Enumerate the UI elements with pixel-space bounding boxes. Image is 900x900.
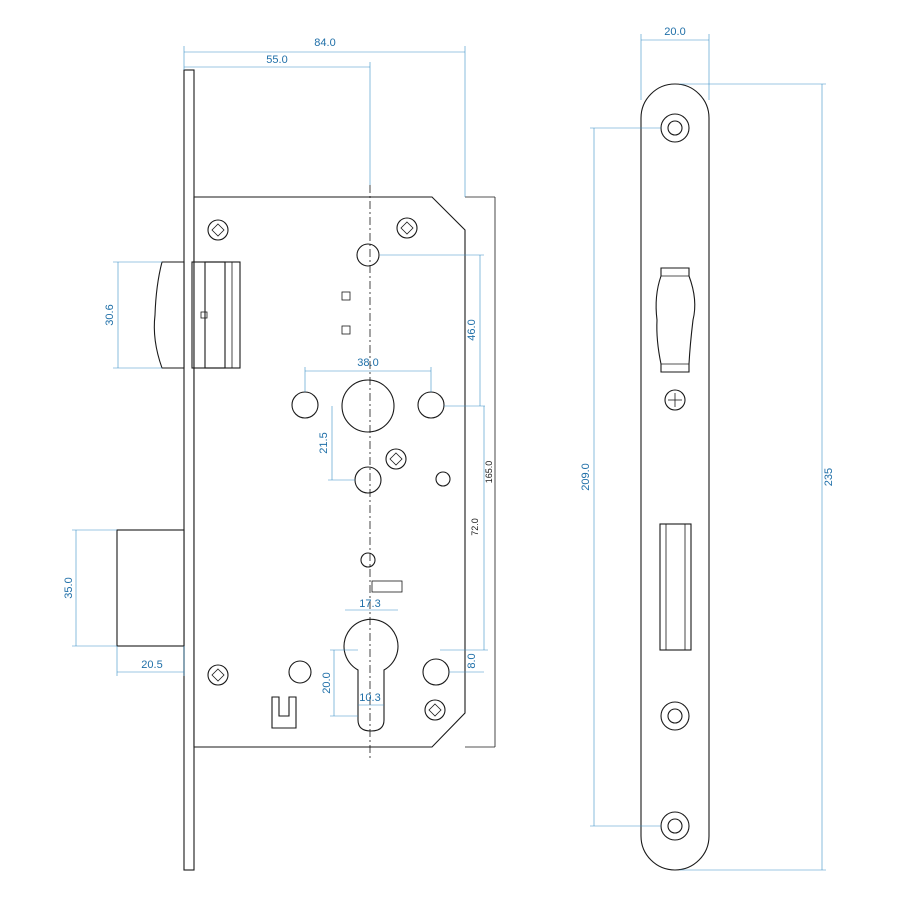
dim-spindle-to-bottom-hole: 46.0 bbox=[466, 319, 478, 340]
dim-cylinder-lower-width: 10.3 bbox=[359, 692, 380, 704]
dim-latch-height: 30.6 bbox=[104, 304, 116, 325]
side-view: 84.0 55.0 30.6 35.0 20.5 46.0 38.0 21.5 … bbox=[63, 37, 496, 871]
dim-spindle-to-lower-hole: 21.5 bbox=[318, 432, 330, 453]
dim-faceplate-width: 20.0 bbox=[664, 26, 685, 38]
dim-case-height: 165.0 bbox=[484, 461, 494, 484]
dim-overall-depth: 84.0 bbox=[314, 37, 335, 49]
dim-backset: 55.0 bbox=[266, 54, 287, 66]
dim-centre-distance: 72.0 bbox=[470, 518, 480, 536]
faceplate-dimension-lines bbox=[590, 34, 826, 871]
case-holes bbox=[271, 243, 451, 732]
dim-cylinder-top-width: 17.3 bbox=[359, 598, 380, 610]
dim-cylinder-lower-height: 20.0 bbox=[321, 672, 333, 693]
dim-deadbolt-throw: 20.5 bbox=[141, 659, 162, 671]
dim-deadbolt-height: 35.0 bbox=[63, 577, 75, 598]
dim-faceplate-length: 235 bbox=[823, 468, 835, 486]
cylinder-cutout bbox=[343, 618, 399, 732]
phillips-screw-icon bbox=[664, 389, 686, 411]
dim-handle-hole-spacing: 38.0 bbox=[357, 357, 378, 369]
dim-fixing-hole-distance: 209.0 bbox=[580, 463, 592, 491]
dim-cylinder-offset: 8.0 bbox=[466, 653, 478, 668]
deadbolt bbox=[116, 529, 185, 647]
faceplate-view: 20.0 209.0 235 bbox=[580, 26, 835, 871]
torx-screw-icons bbox=[207, 217, 446, 721]
latch-bolt bbox=[153, 261, 241, 369]
lock-case bbox=[193, 196, 466, 748]
faceplate bbox=[640, 83, 710, 871]
side-dimension-lines bbox=[72, 46, 488, 717]
faceplate-latch bbox=[655, 267, 696, 373]
forend-plate bbox=[183, 69, 195, 871]
